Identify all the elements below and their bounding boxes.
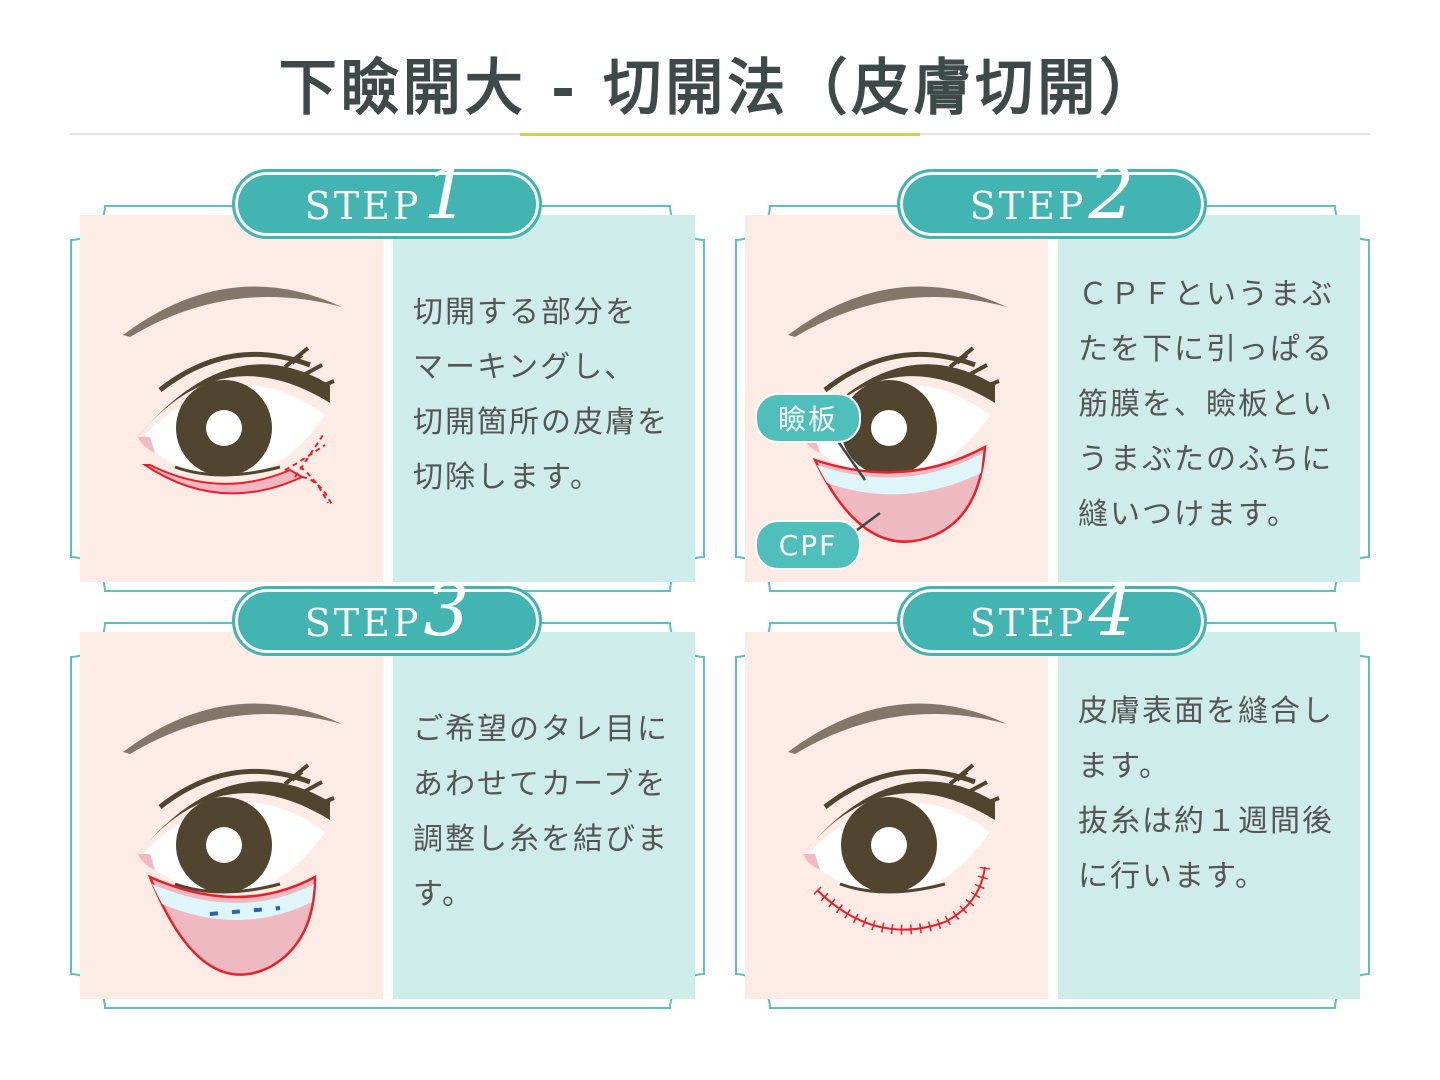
description-line: す。: [413, 877, 474, 912]
step-label: STEP: [304, 184, 422, 228]
eyebrow: [788, 703, 1007, 754]
eyelashes: [948, 763, 1000, 809]
description-line: ご希望のタレ目に: [413, 712, 669, 747]
lower-lid: [839, 882, 946, 894]
eyelashes: [948, 346, 1000, 392]
eyebrow: [123, 286, 342, 337]
page-title: 下瞼開大 - 切開法（皮膚切開）: [278, 51, 1162, 123]
description-line: うまぶたのふちに: [1078, 442, 1334, 477]
description-panel: [393, 632, 695, 999]
description-line: 縫いつけます。: [1078, 497, 1299, 532]
inner-corner: [803, 854, 820, 870]
step-label: STEP: [969, 601, 1087, 645]
description-line: 切除します。: [413, 460, 602, 495]
incision-area: [141, 464, 305, 495]
pupil: [871, 410, 907, 446]
inner-corner: [138, 854, 155, 870]
description-line: 切開箇所の皮膚を: [413, 405, 669, 440]
pupil: [871, 827, 907, 863]
tarsus-band: [152, 884, 314, 921]
step-description: ご希望のタレ目にあわせてカーブを調整し糸を結びます。: [413, 702, 693, 922]
description-line: 皮膚表面を縫合し: [1078, 694, 1334, 729]
eye-illustration: [123, 703, 342, 976]
eyelashes: [283, 763, 335, 809]
description-line: ＣＰＦというまぶ: [1078, 277, 1334, 312]
description-panel: [393, 215, 695, 582]
step-description: ＣＰＦというまぶたを下に引っぱる筋膜を、瞼板というまぶたのふちに縫いつけます。: [1078, 267, 1358, 542]
lower-lid: [174, 882, 281, 894]
title-divider-accent: [520, 133, 920, 136]
eyebrow: [788, 286, 1007, 337]
pupil: [206, 410, 242, 446]
step-label: STEP: [969, 184, 1087, 228]
description-line: マーキングし、: [413, 350, 637, 385]
pupil: [206, 827, 242, 863]
description-line: 抜糸は約１週間後: [1078, 804, 1334, 839]
step-label: STEP: [304, 601, 422, 645]
description-line: に行います。: [1078, 859, 1267, 894]
eye-illustration: [788, 703, 1007, 935]
step-number: 1: [423, 151, 470, 235]
eyelashes: [283, 346, 335, 392]
description-line: ます。: [1078, 749, 1171, 784]
step-description: 切開する部分をマーキングし、切開箇所の皮膚を切除します。: [413, 285, 693, 505]
step-number: 4: [1088, 568, 1135, 652]
cpf-leader: [852, 511, 881, 535]
eyebrow: [123, 703, 342, 754]
lower-lid: [174, 465, 281, 477]
description-panel: [1058, 632, 1360, 999]
incision-dashed: [284, 434, 333, 506]
tarsus-band: [817, 453, 983, 495]
step-card-2: 瞼板 CPF ＣＰＦというまぶたを下に引っぱる筋膜を、瞼板というまぶたのふちに縫…: [735, 151, 1370, 592]
step-number: 3: [423, 568, 470, 652]
description-line: 切開する部分を: [413, 295, 637, 330]
inner-corner: [138, 437, 155, 453]
suture-stitches: [813, 866, 990, 935]
description-line: 筋膜を、瞼板とい: [1078, 387, 1334, 422]
tarsus-label: 瞼板: [755, 393, 861, 443]
step-description: 皮膚表面を縫合します。抜糸は約１週間後に行います。: [1078, 684, 1358, 904]
description-line: たを下に引っぱる: [1078, 332, 1334, 367]
description-line: あわせてカーブを: [413, 767, 668, 802]
description-line: 調整し糸を結びま: [413, 822, 669, 857]
eye-illustration: [123, 286, 342, 506]
step-number: 2: [1088, 151, 1135, 235]
description-panel: [1058, 215, 1360, 582]
cpf-label: CPF: [755, 520, 861, 570]
